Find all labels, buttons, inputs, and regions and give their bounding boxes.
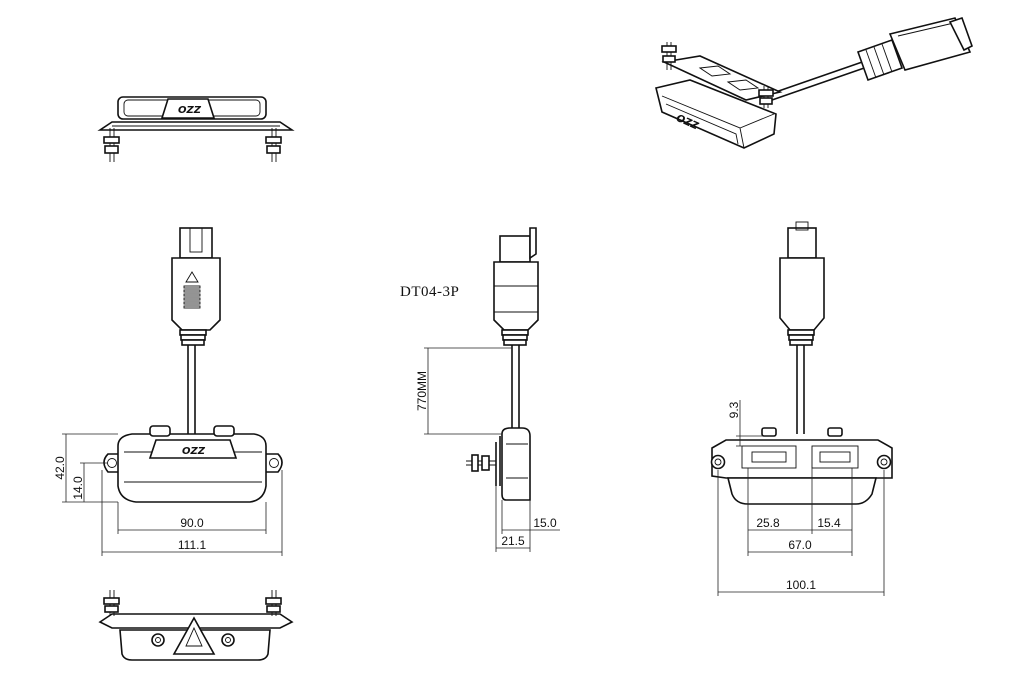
bottom-view-bolt-right: [265, 590, 282, 616]
back-view: 9.3 25.8 15.4 67.0 100.1: [710, 221, 893, 596]
dim-front-width-total: 111.1: [101, 470, 283, 556]
dim-back-slots: 25.8 15.4: [747, 468, 853, 534]
svg-text:67.0: 67.0: [788, 538, 812, 552]
svg-text:111.1: 111.1: [178, 538, 207, 552]
dim-back-width-total: 100.1: [717, 470, 885, 596]
svg-text:15.0: 15.0: [533, 516, 557, 530]
bottom-view-bolt-left: [103, 590, 120, 616]
svg-text:90.0: 90.0: [180, 516, 204, 530]
dim-front-height-total: 42.0: [53, 433, 118, 503]
connector-grip-ridges: [183, 285, 201, 309]
svg-text:25.8: 25.8: [756, 516, 780, 530]
svg-text:15.4: 15.4: [817, 516, 841, 530]
isometric-view: OZZ: [655, 16, 973, 149]
svg-text:21.5: 21.5: [501, 534, 525, 548]
top-view-bolt-left: [103, 128, 120, 162]
iso-bolt-right: [758, 86, 774, 108]
iso-bolt-left: [661, 42, 677, 70]
svg-text:42.0: 42.0: [53, 456, 67, 480]
dim-front-height-body: 14.0: [71, 462, 108, 502]
top-view-logo: OZZ: [178, 105, 202, 116]
bottom-view: [98, 590, 294, 661]
dim-back-offset: 9.3: [727, 400, 770, 447]
side-view-bolt: [466, 454, 496, 472]
dim-front-width-body: 90.0: [117, 502, 267, 534]
dim-cable-length: 770MM: [415, 347, 512, 435]
top-view: OZZ: [97, 96, 295, 162]
svg-text:14.0: 14.0: [71, 476, 85, 500]
svg-text:100.1: 100.1: [786, 578, 816, 592]
front-view-logo: OZZ: [182, 446, 206, 457]
top-view-bolt-right: [265, 128, 282, 162]
dim-back-width-slots: 67.0: [747, 534, 853, 556]
connector-model-label: DT04-3P: [400, 284, 459, 300]
svg-text:770MM: 770MM: [415, 371, 429, 411]
svg-text:9.3: 9.3: [727, 401, 741, 418]
dim-side-width-total: 21.5: [495, 486, 531, 552]
side-view: DT04-3P 770MM: [400, 227, 560, 552]
dim-side-width-body: 15.0: [501, 500, 560, 534]
front-view: OZZ 42.0 14.0 90.0 111.1: [53, 227, 283, 556]
